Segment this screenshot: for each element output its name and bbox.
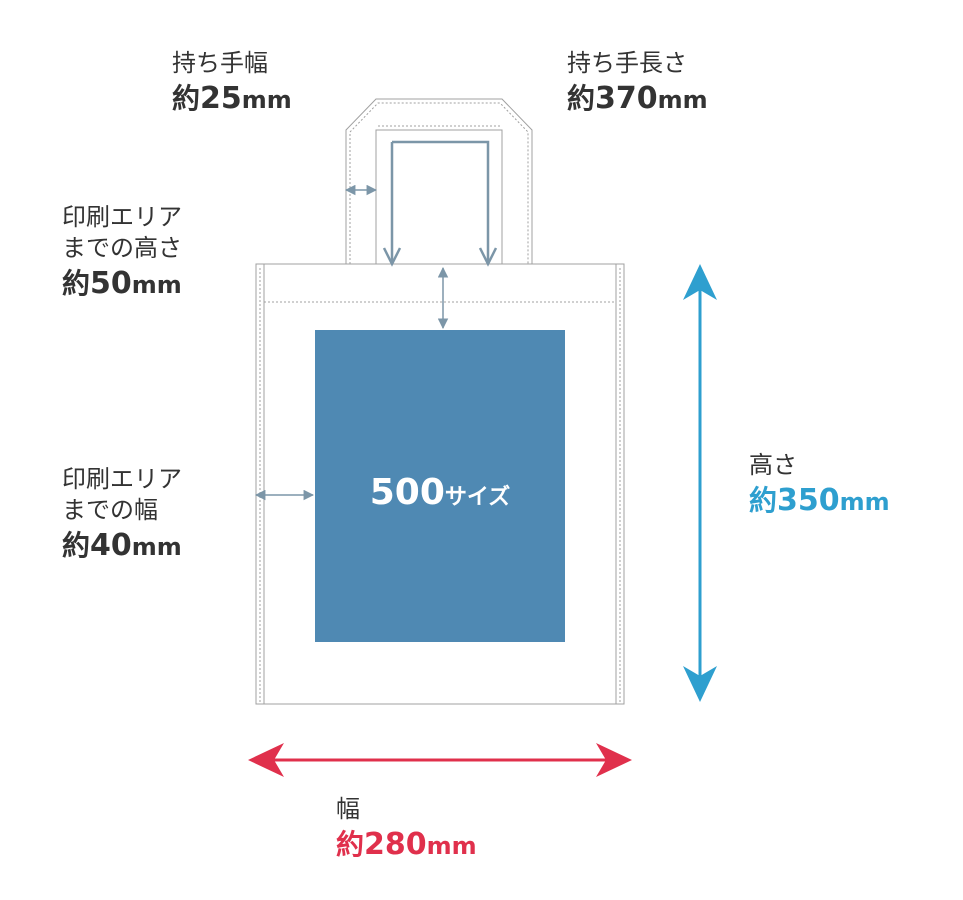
handle-width-label: 持ち手幅 約25mm bbox=[172, 48, 292, 118]
width-value: 約280mm bbox=[336, 827, 477, 863]
bag-handle bbox=[345, 98, 533, 268]
handle-width-title: 持ち手幅 bbox=[172, 49, 268, 77]
height-value: 約350mm bbox=[749, 483, 890, 519]
width-title: 幅 bbox=[336, 795, 360, 823]
handle-width-value: 約25mm bbox=[172, 81, 292, 117]
print-top-offset-title-2: までの高さ bbox=[62, 234, 182, 263]
print-side-offset-title-2: までの幅 bbox=[62, 496, 158, 525]
width-label: 幅 約280mm bbox=[336, 794, 477, 864]
print-top-offset-label: 印刷エリア までの高さ 約50mm bbox=[62, 202, 182, 303]
handle-length-label: 持ち手長さ 約370mm bbox=[567, 48, 708, 118]
handle-length-value: 約370mm bbox=[567, 81, 708, 117]
handle-length-arrow bbox=[390, 140, 490, 262]
width-arrow bbox=[248, 743, 632, 777]
print-area bbox=[315, 330, 565, 642]
print-side-offset-value: 約40mm bbox=[62, 528, 182, 564]
print-side-offset-title-1: 印刷エリア bbox=[62, 465, 182, 493]
print-top-offset-value: 約50mm bbox=[62, 266, 182, 302]
print-side-offset-label: 印刷エリア までの幅 約40mm bbox=[62, 464, 182, 565]
height-arrow bbox=[683, 264, 717, 702]
print-top-offset-title-1: 印刷エリア bbox=[62, 203, 182, 231]
height-label: 高さ 約350mm bbox=[749, 450, 890, 520]
print-area-label: 500サイズ bbox=[370, 472, 511, 513]
height-title: 高さ bbox=[749, 451, 797, 479]
handle-length-title: 持ち手長さ bbox=[567, 49, 687, 77]
